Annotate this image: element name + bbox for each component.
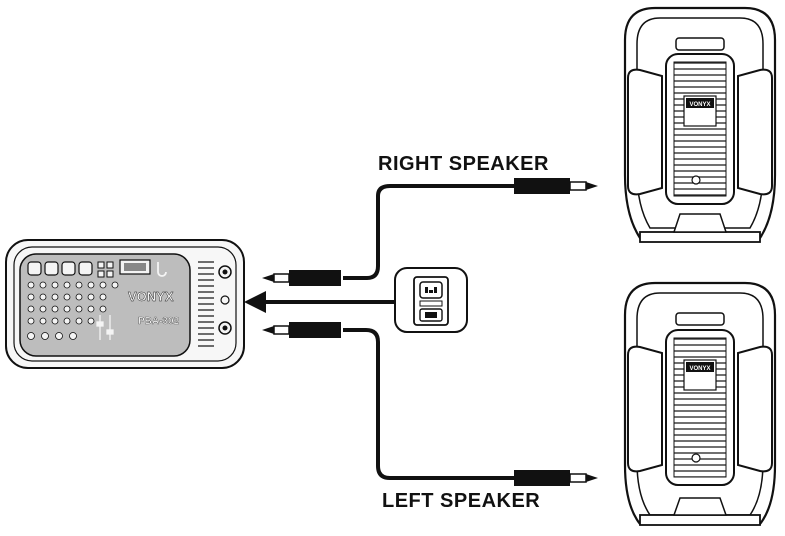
mixer-knob-rows <box>27 281 119 340</box>
speaker-badge-top: VONYX <box>689 102 710 108</box>
mixer-vents <box>198 261 214 347</box>
right-cable <box>262 178 598 286</box>
power-cable-arrow <box>244 291 408 313</box>
left-speaker-label: LEFT SPEAKER <box>382 490 541 512</box>
mixer-large-knobs <box>27 261 93 276</box>
left-cable <box>262 322 598 486</box>
mixer-amplifier: VONYX PBA-302 <box>5 239 245 369</box>
speaker-badge-bottom: VONYX <box>689 366 710 372</box>
mixer-sliders <box>96 315 114 340</box>
power-socket-inset <box>394 267 468 333</box>
mixer-buttons <box>97 261 114 278</box>
right-speaker: VONYX <box>623 6 777 243</box>
mixer-model-text: PBA-302 <box>138 316 180 327</box>
left-speaker: VONYX <box>623 281 777 526</box>
mixer-power-socket <box>220 295 230 305</box>
mixer-brand-text: VONYX <box>128 289 174 304</box>
right-speaker-label: RIGHT SPEAKER <box>378 153 549 175</box>
mixer-control-panel <box>19 253 191 357</box>
